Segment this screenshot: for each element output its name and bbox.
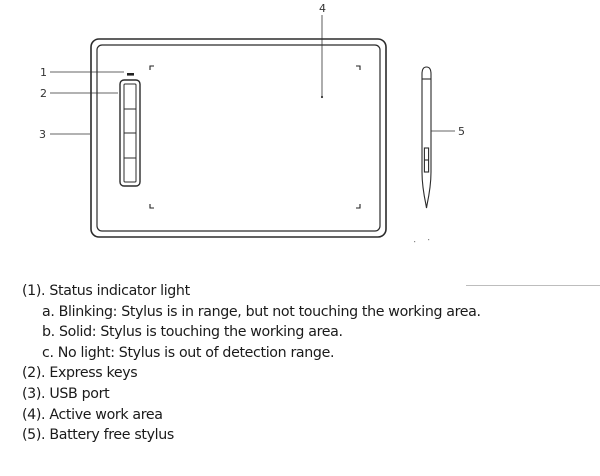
callout-1-number: 1 [40, 66, 47, 79]
tablet-inner-frame [96, 44, 381, 232]
divider-line [466, 285, 600, 286]
callout-3: 3 [39, 128, 90, 141]
legend: (1). Status indicator light a. Blinking:… [22, 281, 600, 446]
express-keys [119, 79, 141, 187]
stylus [421, 66, 432, 209]
callout-5-number: 5 [458, 125, 465, 138]
callout-2-number: 2 [40, 87, 47, 100]
legend-item-5: (5). Battery free stylus [22, 427, 174, 444]
tablet-body [90, 38, 387, 238]
legend-item-1a: a. Blinking: Stylus is in range, but not… [42, 303, 481, 320]
legend-item-4: (4). Active work area [22, 406, 163, 423]
legend-item-1c: c. No light: Stylus is out of detection … [42, 344, 335, 361]
callout-2: 2 [40, 87, 118, 100]
callout-3-number: 3 [39, 128, 46, 141]
callout-1: 1 [40, 66, 124, 79]
legend-item-1b: b. Solid: Stylus is touching the working… [42, 324, 343, 341]
callout-4-number: 4 [319, 2, 326, 15]
status-indicator-light [127, 73, 134, 76]
active-area-corners [149, 65, 361, 209]
legend-item-2: (2). Express keys [22, 365, 138, 382]
callout-4: 4 [319, 2, 326, 99]
legend-item-3: (3). USB port [22, 385, 110, 402]
callout-5: 5 [431, 125, 465, 138]
tablet-diagram: 1 2 3 4 5 [39, 2, 465, 243]
stray-marks [414, 239, 430, 243]
legend-item-1: (1). Status indicator light [22, 283, 190, 299]
